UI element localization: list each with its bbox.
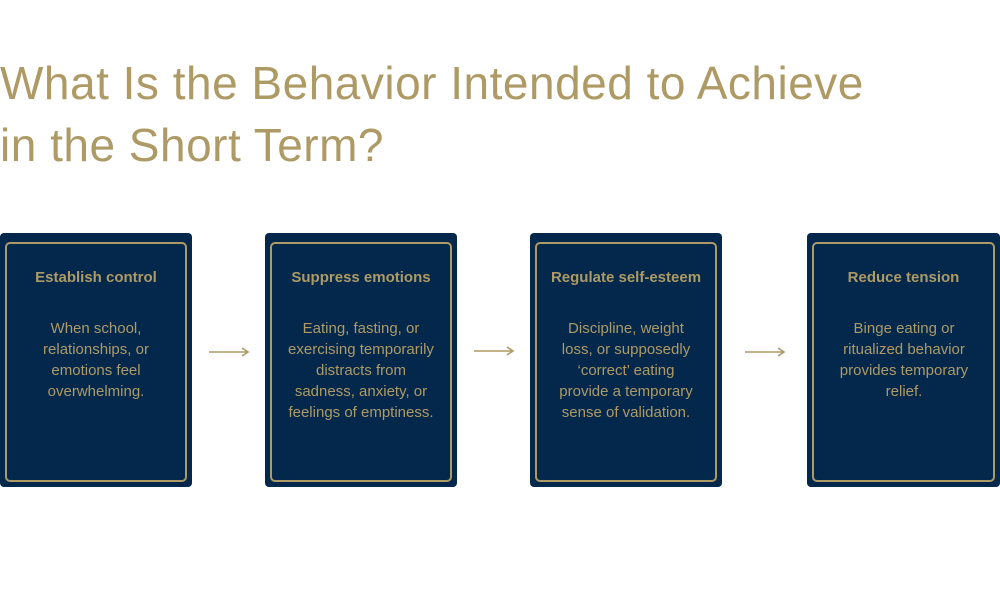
page-title: What Is the Behavior Intended to Achieve… bbox=[0, 52, 1000, 176]
card-body: When school, relationships, or emotions … bbox=[43, 320, 149, 400]
title-line-2: in the Short Term? bbox=[0, 119, 385, 171]
card-title: Establish control bbox=[35, 269, 157, 286]
card-body: Binge eating or ritualized behavior prov… bbox=[839, 320, 969, 400]
arrow-right-icon bbox=[745, 347, 786, 357]
card-frame: Suppress emotions Eating, fasting, or ex… bbox=[270, 242, 452, 482]
title-line-1: What Is the Behavior Intended to Achieve bbox=[0, 57, 864, 109]
card-frame: Reduce tension Binge eating or ritualize… bbox=[812, 242, 995, 482]
arrow-right-icon bbox=[474, 346, 515, 356]
card-body: Eating, fasting, or exercising temporari… bbox=[288, 320, 434, 421]
card-frame: Regulate self-esteem Discipline, weight … bbox=[535, 242, 717, 482]
card-title: Reduce tension bbox=[847, 269, 960, 286]
arrow-right-icon bbox=[209, 347, 250, 357]
card-title: Regulate self-esteem bbox=[550, 269, 702, 286]
card-reduce-tension: Reduce tension Binge eating or ritualize… bbox=[807, 233, 1000, 487]
card-regulate-self-esteem: Regulate self-esteem Discipline, weight … bbox=[530, 233, 722, 487]
card-establish-control: Establish control When school, relations… bbox=[0, 233, 192, 487]
card-suppress-emotions: Suppress emotions Eating, fasting, or ex… bbox=[265, 233, 457, 487]
card-frame: Establish control When school, relations… bbox=[5, 242, 187, 482]
card-body: Discipline, weight loss, or supposedly ‘… bbox=[559, 320, 693, 421]
card-title: Suppress emotions bbox=[291, 269, 431, 286]
